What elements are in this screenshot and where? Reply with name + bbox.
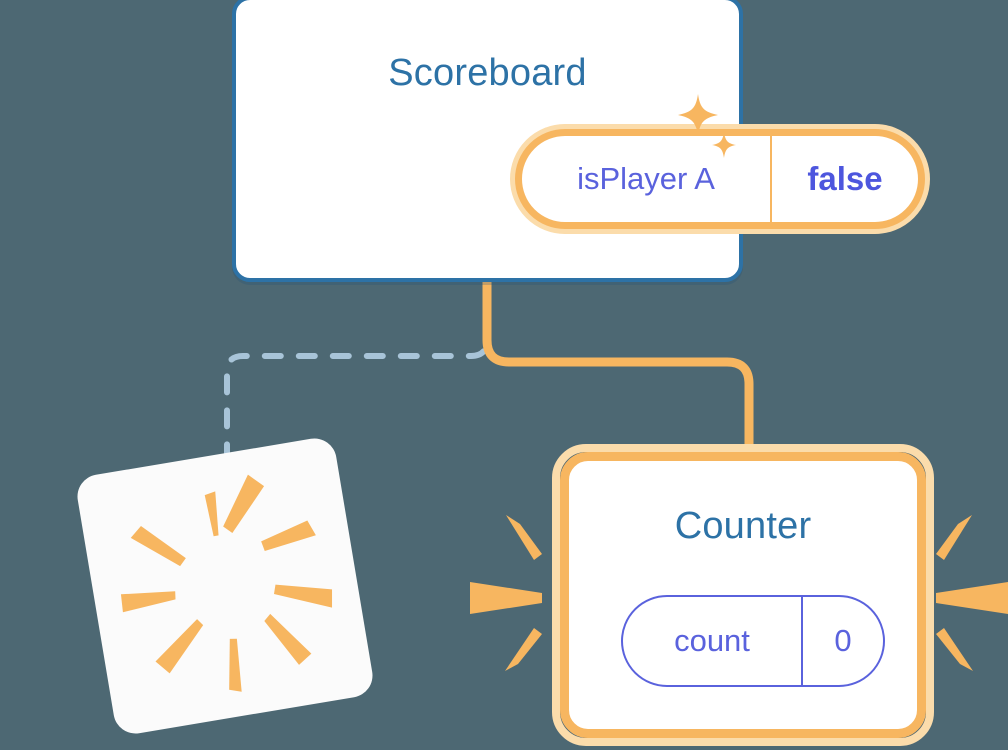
counter-card-glow: [552, 444, 934, 746]
burst-rays-icon: [120, 474, 333, 692]
counter-property-pill[interactable]: count 0: [621, 595, 885, 687]
sparkle-icon: [678, 94, 736, 158]
connector-scoreboard-to-counter: [482, 282, 754, 462]
card-counter[interactable]: Counter count 0: [560, 452, 926, 738]
burst-rays-right-icon: [936, 515, 1008, 671]
counter-property-value: 0: [834, 623, 852, 658]
card-blank-tilted[interactable]: [74, 435, 376, 737]
burst-rays-left-icon: [470, 515, 542, 671]
card-scoreboard[interactable]: Scoreboard isPlayer A false: [232, 0, 930, 282]
scoreboard-title: Scoreboard: [388, 52, 587, 94]
scoreboard-property-pill[interactable]: isPlayer A false: [510, 124, 930, 234]
counter-title: Counter: [674, 505, 812, 547]
counter-property-key: count: [623, 597, 803, 685]
pill-body[interactable]: isPlayer A false: [515, 129, 925, 229]
scoreboard-property-key: isPlayer A: [522, 136, 772, 222]
connector-scoreboard-to-blank-card: [224, 281, 490, 475]
scoreboard-property-value: false: [807, 160, 883, 197]
